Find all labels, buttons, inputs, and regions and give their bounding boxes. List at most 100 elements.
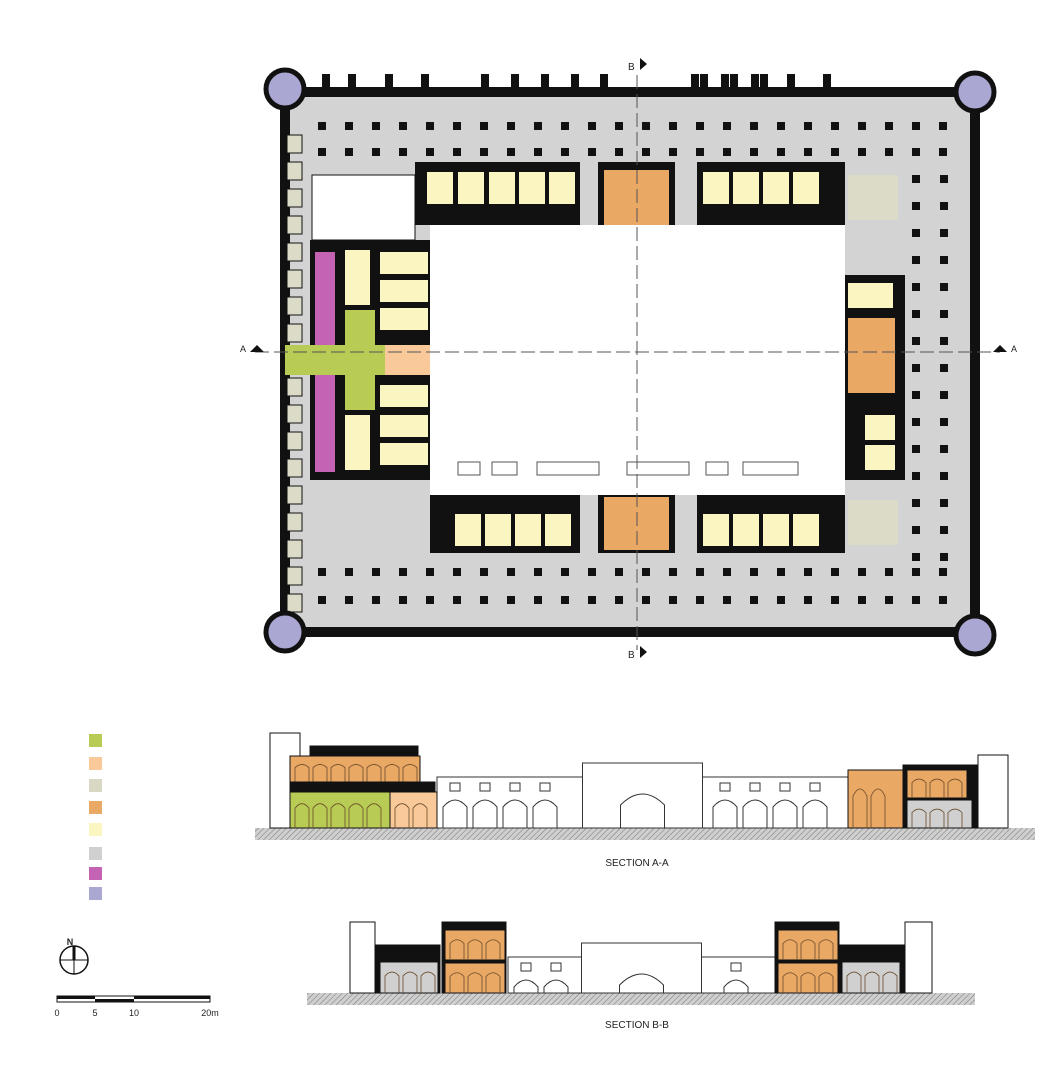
floor-plan: B B A A	[240, 58, 1017, 661]
arch	[929, 778, 945, 798]
buttress	[751, 74, 759, 94]
arch	[911, 808, 927, 828]
pier	[345, 148, 353, 156]
arch	[467, 972, 483, 993]
pier	[426, 596, 434, 604]
central-iwan	[581, 942, 702, 994]
arch	[818, 972, 834, 993]
pier	[940, 202, 948, 210]
pier	[696, 568, 704, 576]
triangle-marker-icon	[640, 646, 647, 658]
arch	[420, 971, 436, 993]
window	[550, 962, 562, 972]
pier	[426, 568, 434, 576]
pier	[939, 596, 947, 604]
pier	[940, 553, 948, 561]
room-cream	[380, 252, 428, 274]
pier	[318, 596, 326, 604]
pier	[372, 568, 380, 576]
alcove	[286, 242, 303, 262]
pier	[642, 148, 650, 156]
buttress	[787, 74, 795, 94]
buttress	[760, 74, 768, 94]
pool	[491, 461, 518, 476]
room-cream	[489, 172, 515, 204]
room-cream	[865, 445, 895, 470]
pier	[399, 148, 407, 156]
window	[719, 782, 731, 792]
pier	[669, 148, 677, 156]
pier	[723, 568, 731, 576]
scale-bar: 0 5 10 20m	[54, 995, 219, 1018]
room-beige	[848, 175, 898, 220]
pier	[777, 596, 785, 604]
pier	[912, 122, 920, 130]
corner-tower	[953, 70, 997, 114]
pier	[940, 526, 948, 534]
pier	[831, 596, 839, 604]
arch	[330, 764, 346, 782]
pier	[885, 148, 893, 156]
pier	[318, 568, 326, 576]
pier	[507, 148, 515, 156]
alcove	[286, 377, 303, 397]
arch	[467, 939, 483, 960]
buttress	[541, 74, 549, 94]
pier	[534, 148, 542, 156]
pier	[507, 596, 515, 604]
pier	[642, 596, 650, 604]
pier	[777, 122, 785, 130]
arch	[852, 788, 868, 828]
scale-tick-label: 5	[92, 1008, 97, 1018]
pier	[858, 148, 866, 156]
alcove	[286, 161, 303, 181]
section-a-a-drawing	[255, 732, 1035, 840]
pier	[507, 122, 515, 130]
courtyard-pools	[457, 461, 799, 476]
window	[449, 782, 461, 792]
room-cream	[427, 172, 453, 204]
arch	[864, 971, 880, 993]
room-cream	[380, 280, 428, 302]
corner-tower	[263, 67, 307, 111]
room-cream	[458, 172, 484, 204]
room-cream	[549, 172, 575, 204]
room-cream	[545, 514, 571, 546]
window	[809, 782, 821, 792]
arch	[543, 979, 569, 993]
alcove	[286, 458, 303, 478]
triangle-marker-icon	[640, 58, 647, 70]
pier	[912, 256, 920, 264]
pier	[912, 175, 920, 183]
north-label: N	[67, 937, 74, 947]
legend-swatch	[89, 823, 102, 836]
iwan-arch	[619, 973, 664, 993]
alcove	[286, 296, 303, 316]
legend	[89, 734, 102, 900]
pier	[912, 229, 920, 237]
pier	[696, 122, 704, 130]
pier	[858, 122, 866, 130]
lower-room-green	[289, 791, 391, 829]
buttress	[700, 74, 708, 94]
pier	[345, 568, 353, 576]
alcove	[286, 485, 303, 505]
lower-room-orange	[444, 962, 506, 994]
buttress	[730, 74, 738, 94]
pier	[750, 596, 758, 604]
lower-room-orange	[777, 962, 839, 994]
room-cream	[763, 514, 789, 546]
buttress	[721, 74, 729, 94]
alcove	[286, 404, 303, 424]
pier	[642, 122, 650, 130]
pier	[561, 122, 569, 130]
arch	[485, 972, 501, 993]
pier	[345, 122, 353, 130]
pier	[615, 596, 623, 604]
section-marker-label: A	[240, 344, 246, 354]
corner-towers	[263, 67, 997, 657]
pier	[372, 122, 380, 130]
pier	[669, 596, 677, 604]
section-a-title: SECTION A-A	[605, 858, 669, 869]
pier	[912, 418, 920, 426]
